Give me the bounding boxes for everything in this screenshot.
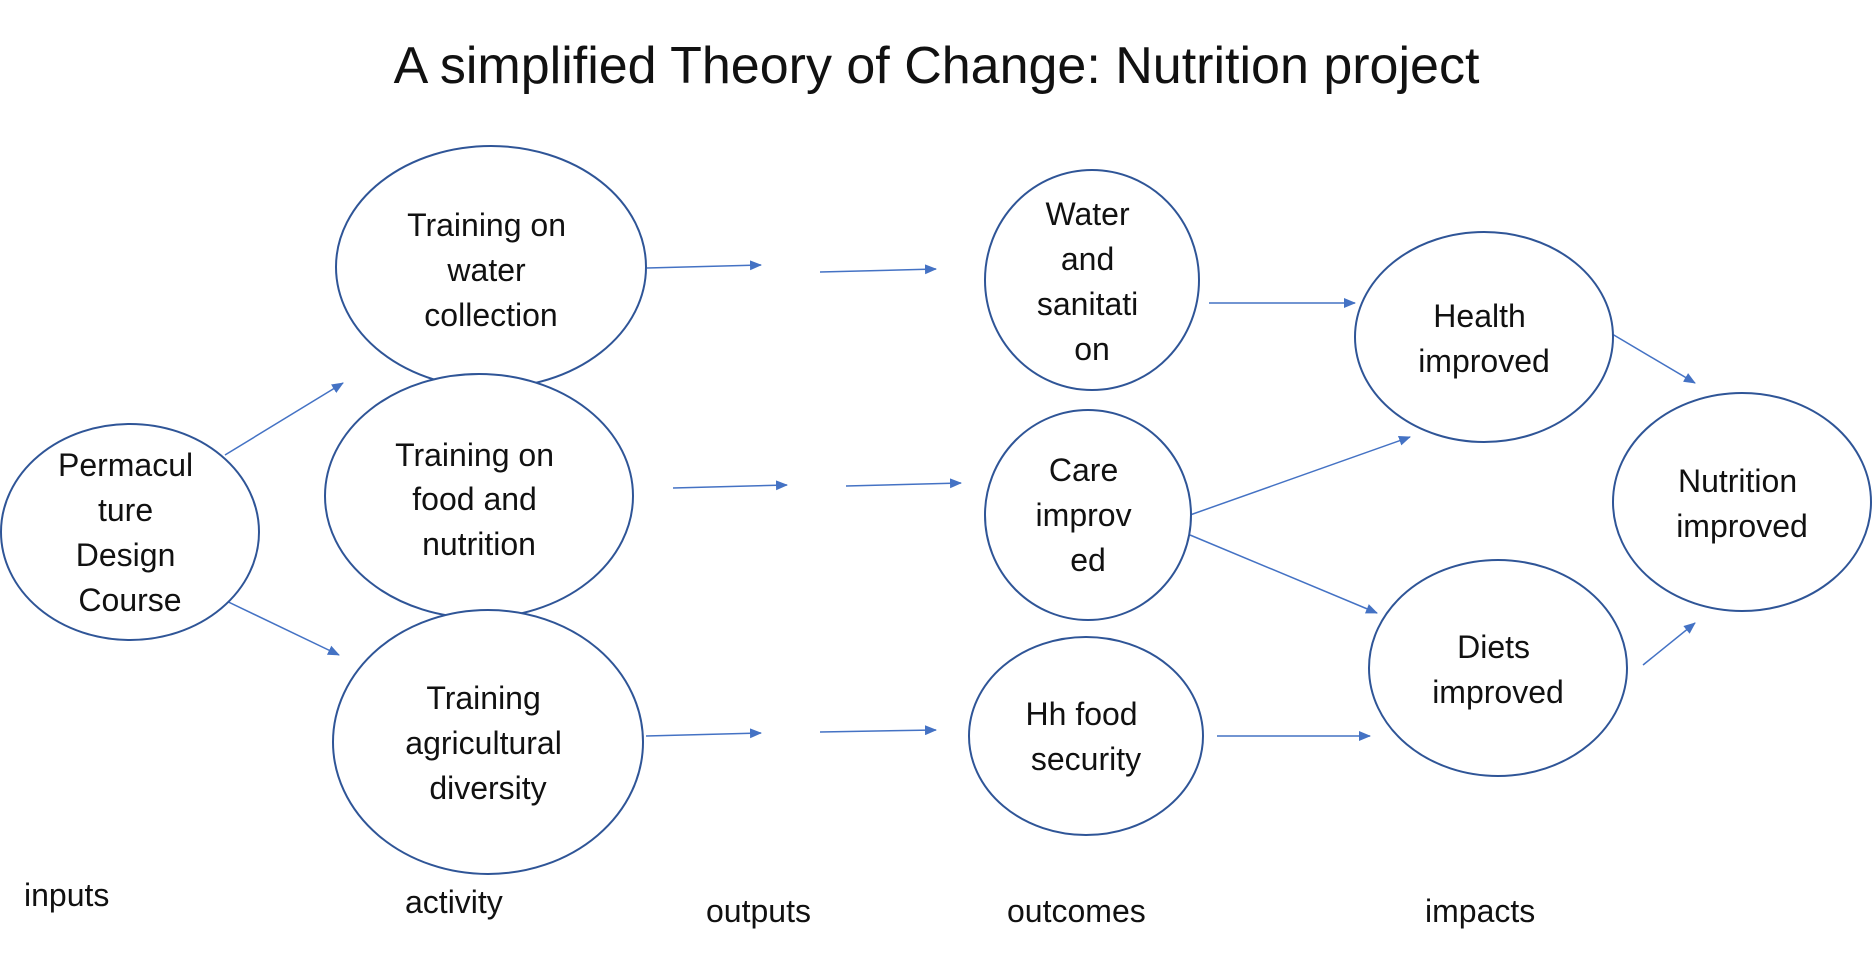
node-label-line: improved	[1432, 674, 1564, 710]
node-label-line: security	[1031, 741, 1141, 777]
node-label-line: nutrition	[422, 526, 536, 562]
node-label: Diets improved	[1432, 629, 1564, 710]
arrow-permaculture-to-water	[224, 382, 344, 456]
node-label-line: agricultural	[405, 725, 562, 761]
node-label-line: Hh food	[1026, 696, 1138, 732]
node-label-line: Design	[76, 537, 176, 573]
node-label-line: sanitati	[1037, 286, 1138, 322]
node-ellipse	[968, 636, 1204, 836]
diagram-title: A simplified Theory of Change: Nutrition…	[393, 37, 1480, 95]
node-label-line: Course	[78, 582, 181, 618]
node-food-training: Training on food and nutrition	[324, 373, 634, 619]
node-label-line: Health	[1433, 298, 1526, 334]
arrow-care-to-diets	[1189, 534, 1378, 614]
arrows	[217, 260, 1696, 741]
arrow-health-to-nutrition	[1601, 327, 1696, 384]
node-label-line: food and	[412, 481, 537, 517]
node-label-line: ed	[1070, 542, 1106, 578]
node-label: Health improved	[1418, 298, 1550, 379]
node-label-line: and	[1061, 241, 1114, 277]
node-label-line: diversity	[429, 770, 546, 806]
node-label-line: Diets	[1457, 629, 1530, 665]
arrow-food-output-to-outcome	[845, 478, 962, 489]
node-label: Nutrition improved	[1676, 463, 1808, 544]
node-label-line: Training	[426, 680, 540, 716]
arrow-agri-output-to-outcome	[819, 725, 937, 736]
node-ellipse	[0, 423, 260, 641]
node-label: Training on water collection	[407, 207, 575, 333]
arrow-diets-to-nutrition	[1642, 622, 1696, 666]
node-label-line: Care	[1049, 452, 1118, 488]
node-ellipse	[984, 409, 1192, 621]
node-nutrition: Nutrition improved	[1612, 392, 1872, 612]
node-label: Water and sanitati on	[1037, 196, 1147, 367]
node-label-line: Nutrition	[1678, 463, 1797, 499]
node-food-security: Hh food security	[968, 636, 1204, 836]
node-care: Care improv ed	[984, 409, 1192, 621]
stage-label-activity: activity	[405, 884, 503, 920]
node-label-line: Training on	[407, 207, 566, 243]
node-label-line: collection	[424, 297, 557, 333]
node-label: Training on food and nutrition	[395, 437, 563, 562]
arrow-permaculture-to-agri	[217, 596, 340, 656]
stage-label-inputs: inputs	[24, 877, 109, 913]
node-ellipse	[332, 609, 644, 875]
node-label-line: Water	[1045, 196, 1130, 232]
node-label-line: Training on	[395, 437, 554, 473]
stage-label-outcomes: outcomes	[1007, 893, 1146, 929]
node-label: Permacul ture Design Course	[58, 447, 202, 618]
stage-labels: inputs activity outputs outcomes impacts	[24, 877, 1535, 929]
stage-label-outputs: outputs	[706, 893, 811, 929]
node-label: Care improv ed	[1036, 452, 1141, 578]
arrow-food-training-to-output	[672, 480, 788, 491]
node-ellipse	[984, 169, 1200, 391]
node-label-line: water	[446, 252, 526, 288]
node-label: Training agricultural diversity	[405, 680, 570, 806]
node-label-line: Permacul	[58, 447, 193, 483]
node-label-line: on	[1074, 331, 1110, 367]
stage-label-impacts: impacts	[1425, 893, 1535, 929]
node-diets: Diets improved	[1368, 559, 1628, 777]
node-water-sanitation: Water and sanitati on	[984, 169, 1200, 391]
node-permaculture: Permacul ture Design Course	[0, 423, 260, 641]
node-label-line: improved	[1418, 343, 1550, 379]
node-label-line: improved	[1676, 508, 1808, 544]
node-ellipse	[1354, 231, 1614, 443]
node-water-training: Training on water collection	[335, 145, 647, 389]
node-health: Health improved	[1354, 231, 1614, 443]
node-label: Hh food security	[1026, 696, 1147, 777]
arrow-water-output-to-outcome	[819, 264, 937, 275]
arrow-water-training-to-output	[646, 260, 762, 271]
node-label-line: improv	[1036, 497, 1132, 533]
arrow-agri-training-to-output	[645, 728, 762, 739]
node-ellipse	[1368, 559, 1628, 777]
node-agri-training: Training agricultural diversity	[332, 609, 644, 875]
node-ellipse	[1612, 392, 1872, 612]
node-label-line: ture	[98, 492, 153, 528]
arrow-care-to-health	[1189, 435, 1411, 516]
